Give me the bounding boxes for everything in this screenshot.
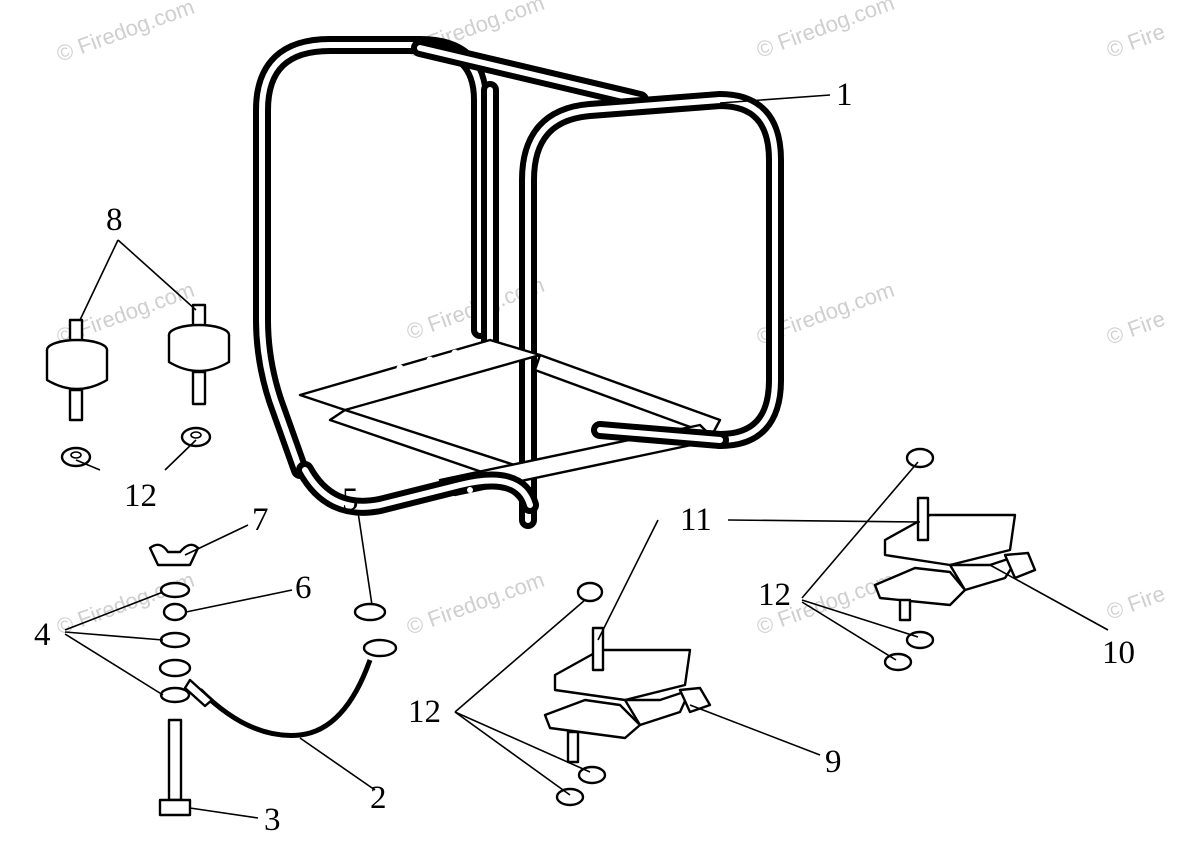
frame-hole <box>451 349 459 357</box>
washer-part-5 <box>353 602 387 622</box>
wing-nut-part-7 <box>148 543 200 567</box>
watermark: © Fire <box>1103 19 1168 63</box>
leader-10 <box>989 564 1109 631</box>
leader-12 <box>801 461 919 599</box>
bolt-part-3 <box>167 718 183 802</box>
leader-4 <box>64 591 164 631</box>
watermark: © Fire <box>1103 581 1168 625</box>
leader-12 <box>454 599 586 713</box>
frame-part-1 <box>253 36 784 529</box>
leader-12 <box>75 459 101 471</box>
callout-8: 8 <box>106 202 123 238</box>
leader-12 <box>801 599 919 638</box>
leader-1 <box>719 94 831 104</box>
callout-3: 3 <box>264 802 281 838</box>
callout-2: 2 <box>370 780 387 816</box>
callout-5: 5 <box>342 482 359 518</box>
watermark: © Firedog.com <box>53 0 197 67</box>
bolt-head-part-3 <box>158 798 192 817</box>
watermark: © Firedog.com <box>753 0 897 63</box>
nut-part-6 <box>162 602 188 622</box>
washer-part-4 <box>159 631 191 649</box>
frame-hole <box>426 356 434 364</box>
callout-7: 7 <box>252 502 269 538</box>
callout-12: 12 <box>408 694 441 730</box>
leader-11 <box>727 519 921 523</box>
watermark: © Fire <box>1103 306 1168 350</box>
engine-mount-part-9 <box>543 581 712 807</box>
leader-5 <box>357 511 373 606</box>
washer-part-4 <box>159 581 191 599</box>
frame-hole <box>467 487 473 493</box>
callout-6: 6 <box>295 570 312 606</box>
leader-4 <box>64 631 164 641</box>
callout-12: 12 <box>124 478 157 514</box>
leader-6 <box>185 589 293 613</box>
leader-4 <box>64 633 164 696</box>
callout-9: 9 <box>825 744 842 780</box>
watermark: © Firedog.com <box>403 567 547 640</box>
leader-7 <box>184 524 249 556</box>
engine-mount-part-10 <box>873 447 1037 672</box>
rubber-mount-part-8 <box>45 303 231 422</box>
callout-labels: 1 2 3 4 5 6 7 8 9 10 11 12 12 12 <box>34 77 1135 838</box>
callout-12: 12 <box>758 577 791 613</box>
callout-4: 4 <box>34 617 51 653</box>
callout-11: 11 <box>680 502 712 538</box>
ground-hardware-stack <box>148 543 200 817</box>
leader-8 <box>79 239 119 321</box>
frame-hole <box>396 364 404 372</box>
callout-1: 1 <box>836 77 853 113</box>
leader-11 <box>597 519 659 641</box>
leader-12 <box>164 439 197 471</box>
leader-8 <box>117 239 197 311</box>
leader-lines <box>64 94 1109 819</box>
leader-9 <box>689 704 821 756</box>
callout-10: 10 <box>1102 635 1135 671</box>
ground-wire-part-2 <box>183 638 398 738</box>
leader-2 <box>299 737 376 791</box>
washer-part-4 <box>159 686 191 704</box>
washer-part-4 <box>158 658 192 678</box>
leader-12 <box>454 711 591 773</box>
leader-12 <box>801 601 897 661</box>
leader-3 <box>189 807 259 819</box>
nut-part-12 <box>60 426 212 468</box>
leader-12 <box>454 711 571 796</box>
